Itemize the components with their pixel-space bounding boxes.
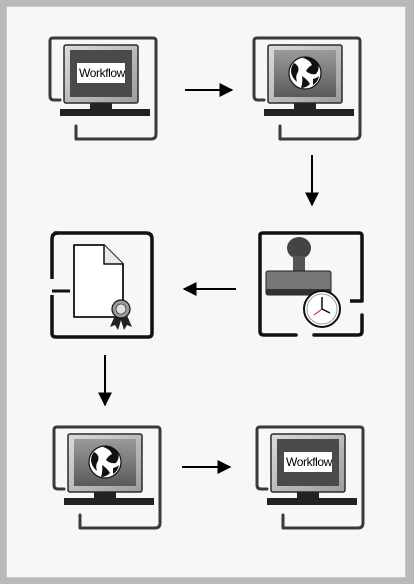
stamp-clock-icon (258, 231, 364, 337)
globe-monitor-icon (252, 36, 362, 141)
workflow-label: Workflow (79, 66, 126, 80)
workflow-monitor-icon: Workflow (255, 425, 365, 530)
workflow-label: Workflow (286, 455, 333, 469)
workflow-monitor-icon: Workflow (48, 36, 158, 141)
certificate-document-icon (50, 231, 154, 339)
globe-monitor-icon (52, 425, 162, 530)
